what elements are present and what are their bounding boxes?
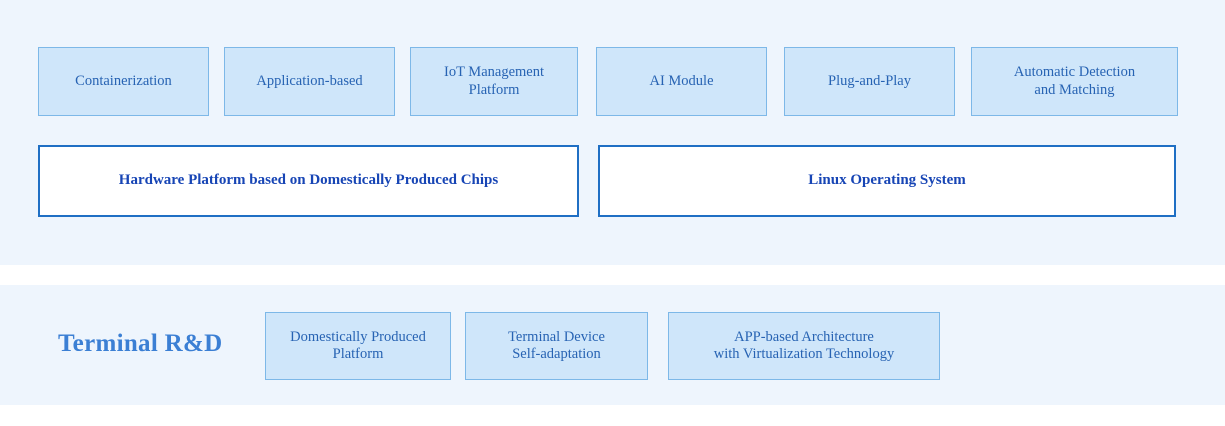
top-architecture-panel: Containerization Application-based IoT M… <box>0 0 1225 265</box>
feature-tile-label-line1: Automatic Detection <box>1013 64 1136 81</box>
foundation-box-hardware-platform[interactable]: Hardware Platform based on Domestically … <box>38 145 579 217</box>
feature-tile-label: Application-based <box>256 72 363 89</box>
terminal-tile-label-line2: with Virtualization Technology <box>713 346 895 362</box>
feature-tile-automatic-detection-and-matching[interactable]: Automatic Detection and Matching <box>971 47 1178 116</box>
terminal-tile-terminal-device-self-adaptation[interactable]: Terminal Device Self-adaptation <box>465 312 648 380</box>
feature-tile-label: AI Module <box>649 72 714 89</box>
foundation-box-label: Linux Operating System <box>808 172 966 189</box>
feature-tile-plug-and-play[interactable]: Plug-and-Play <box>784 47 955 116</box>
feature-tile-label: Containerization <box>75 72 172 89</box>
section-title-terminal-rd: Terminal R&D <box>58 330 223 357</box>
feature-tile-label: IoT Management Platform <box>444 64 544 98</box>
terminal-tile-app-based-architecture[interactable]: APP-based Architecture with Virtualizati… <box>668 312 940 380</box>
foundation-box-linux-operating-system[interactable]: Linux Operating System <box>598 145 1176 217</box>
feature-tile-ai-module[interactable]: AI Module <box>596 47 767 116</box>
terminal-tile-label-line2: Platform <box>332 346 384 362</box>
terminal-tile-label: Terminal Device Self-adaptation <box>496 329 617 363</box>
feature-tile-label: Automatic Detection and Matching <box>1002 64 1147 98</box>
terminal-tile-label-line1: Domestically Produced <box>290 328 426 345</box>
terminal-tile-label-line1: APP-based Architecture <box>734 328 874 345</box>
feature-tile-iot-management-platform[interactable]: IoT Management Platform <box>410 47 578 116</box>
terminal-tile-domestically-produced-platform[interactable]: Domestically Produced Platform <box>265 312 451 380</box>
feature-tile-label: Plug-and-Play <box>828 72 911 89</box>
feature-tile-application-based[interactable]: Application-based <box>224 47 395 116</box>
terminal-tile-label: Domestically Produced Platform <box>278 329 438 363</box>
terminal-tile-label-line1: Terminal Device <box>508 328 605 345</box>
feature-tile-label-line2: and Matching <box>1034 81 1115 98</box>
terminal-tile-label: APP-based Architecture with Virtualizati… <box>702 329 906 363</box>
feature-tile-containerization[interactable]: Containerization <box>38 47 209 116</box>
terminal-tile-label-line2: Self-adaptation <box>512 346 601 362</box>
foundation-box-label: Hardware Platform based on Domestically … <box>118 172 499 189</box>
